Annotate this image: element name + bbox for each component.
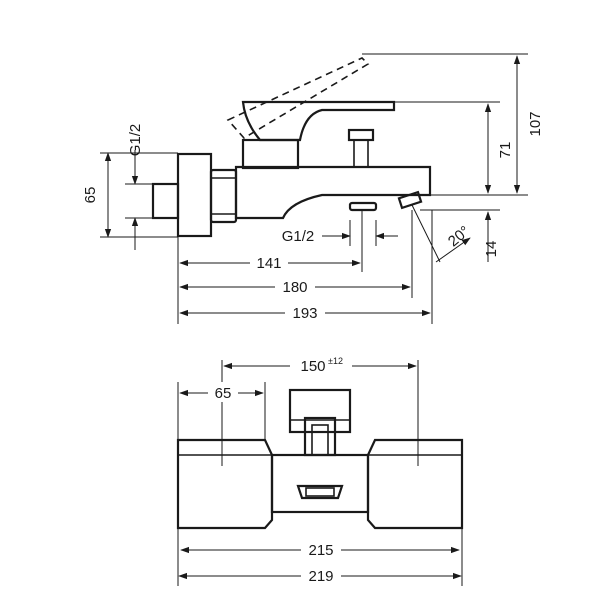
dim-219-label: 219 — [308, 568, 333, 585]
dim-65-top-label: 65 — [215, 385, 232, 402]
dim-180-label: 180 — [282, 279, 307, 296]
diverter-stem — [353, 139, 369, 168]
dim-14-label: 14 — [483, 241, 500, 258]
outlet-aerator — [397, 190, 423, 210]
central-body — [270, 453, 370, 514]
dim-107-label: 107 — [527, 111, 544, 136]
mixer-body — [234, 165, 432, 220]
center-distance-label: 150 — [300, 358, 325, 375]
thread-top-label: G1/2 — [127, 124, 144, 157]
diverter-top — [311, 424, 329, 456]
center-tolerance-label: ±12 — [328, 356, 343, 366]
inlet-pipe — [151, 182, 180, 220]
angle-label: 20° — [445, 223, 473, 251]
lever-top — [288, 388, 352, 434]
dim-141-label: 141 — [256, 255, 281, 272]
aerator-top — [296, 484, 344, 500]
top-view: 150 ±12 65 215 219 — [176, 354, 464, 586]
wall-flange — [176, 152, 213, 238]
dim-215-label: 215 — [308, 542, 333, 559]
right-housing — [366, 438, 464, 530]
dim-193-label: 193 — [292, 305, 317, 322]
dim-65-side-label: 65 — [82, 187, 99, 204]
left-housing — [176, 438, 274, 530]
dim-71-label: 71 — [497, 142, 514, 159]
cartridge-collar — [241, 138, 300, 170]
lever-handle — [241, 100, 396, 142]
lever-handle-raised — [226, 57, 370, 140]
side-view: 107 71 14 20° 65 G1/2 G1/2 — [82, 53, 544, 324]
thread-bottom-label: G1/2 — [282, 228, 315, 245]
diverter-knob — [347, 128, 375, 142]
lower-diverter — [348, 201, 378, 212]
lever-stem — [303, 416, 337, 457]
